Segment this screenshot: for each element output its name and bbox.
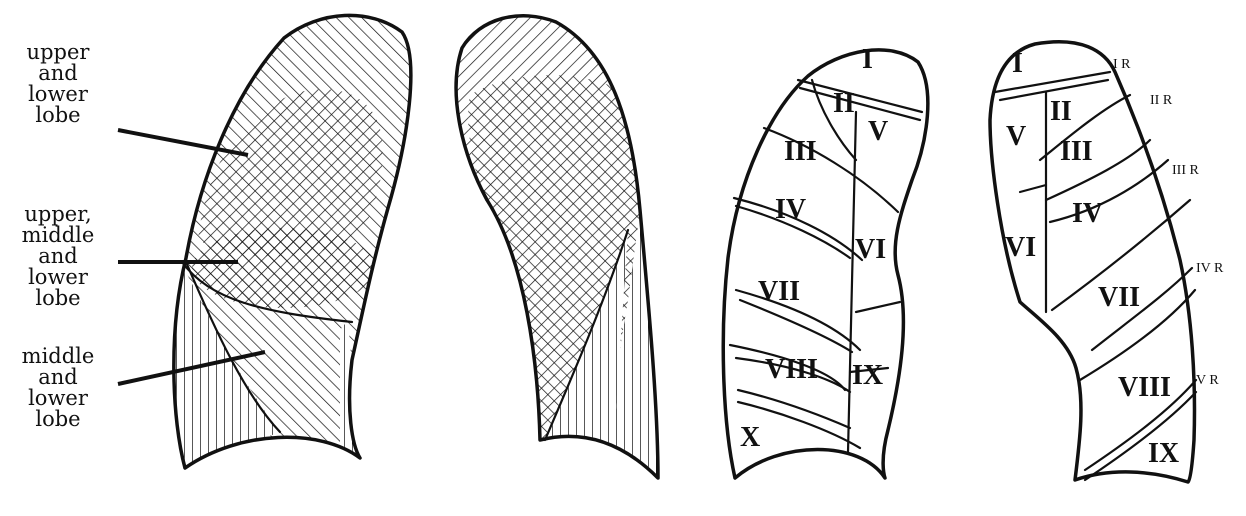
- rib-label: II R: [1150, 93, 1173, 108]
- rib-label: IV R: [1196, 261, 1224, 276]
- segment-label: IV: [1072, 198, 1103, 229]
- segment-label: VI: [1005, 232, 1036, 263]
- segment-label: V: [1006, 121, 1026, 152]
- segment-label: VI: [855, 234, 886, 265]
- segment-label: I: [862, 44, 873, 75]
- segment-label: V: [868, 116, 888, 147]
- segment-label: VIII: [1118, 372, 1171, 403]
- segment-label: VII: [1098, 282, 1140, 313]
- lung-diagram-3: I II III V IV VI VII VIII IX X: [723, 44, 928, 478]
- segment-label: IX: [852, 360, 883, 391]
- segment-label: VIII: [765, 354, 818, 385]
- rib-label: V R: [1196, 373, 1219, 388]
- rib-label: III R: [1172, 163, 1199, 178]
- lung-diagram-2: [440, 0, 680, 516]
- segment-label: X: [740, 422, 760, 453]
- segment-label: IX: [1148, 438, 1179, 469]
- lung-diagram-1: [118, 0, 450, 516]
- segment-label: IV: [775, 194, 806, 225]
- segment-label: VII: [758, 276, 800, 307]
- lung-diagram-4: I II V III IV VI VII VIII IX I R II R II…: [990, 42, 1224, 482]
- segment-label: III: [1060, 136, 1093, 167]
- segment-label: I: [1012, 48, 1023, 79]
- rib-label: I R: [1113, 57, 1131, 72]
- segment-label: II: [1050, 96, 1072, 127]
- segment-label: III: [784, 136, 817, 167]
- segment-label: II: [833, 88, 855, 119]
